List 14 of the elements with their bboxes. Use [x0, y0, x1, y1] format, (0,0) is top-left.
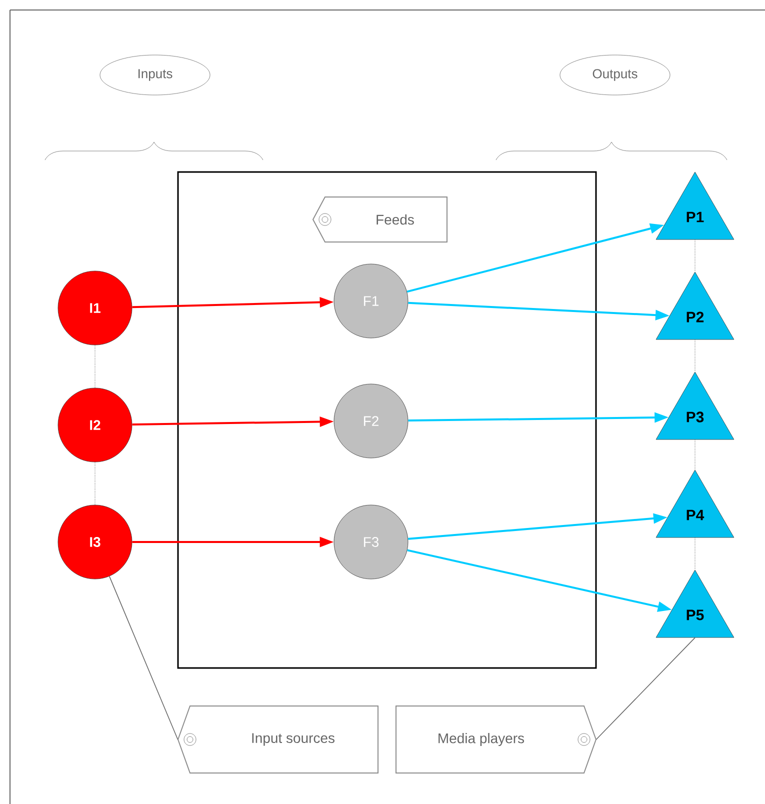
dotted-line	[94, 462, 96, 506]
player-triangle: P3	[656, 372, 734, 440]
feeds-container-box	[177, 171, 597, 669]
leader-line	[596, 637, 696, 740]
player-triangle: P1	[656, 172, 734, 240]
dotted-line	[694, 239, 696, 272]
dotted-line	[694, 439, 696, 470]
dotted-line	[694, 537, 696, 570]
dotted-line	[94, 344, 96, 388]
leader-line	[108, 576, 178, 740]
dotted-line	[694, 339, 696, 372]
player-triangle: P4	[656, 470, 734, 538]
player-triangle: P5	[656, 570, 734, 638]
player-triangle: P2	[656, 272, 734, 340]
